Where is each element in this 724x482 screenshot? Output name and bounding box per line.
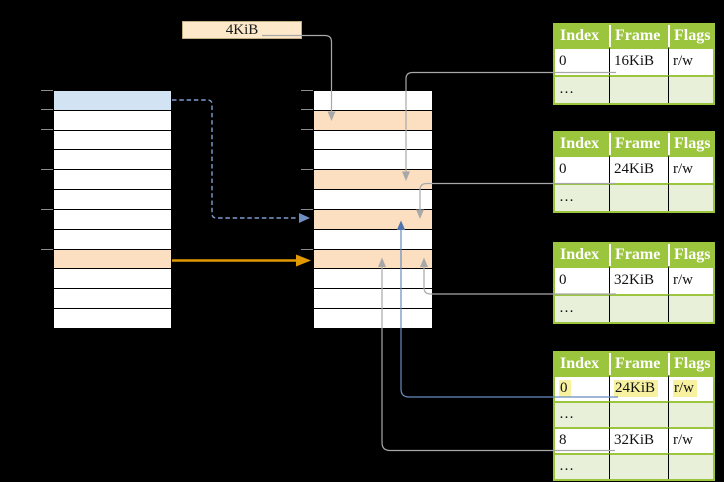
address-tick-mark <box>41 248 53 250</box>
address-tick-mark <box>41 109 53 111</box>
table-cell: r/w <box>668 155 713 183</box>
memory-row <box>314 248 432 269</box>
memory-row <box>54 129 171 150</box>
address-tick-mark <box>301 169 313 171</box>
virtual-memory-column <box>53 90 172 329</box>
table-cell: … <box>555 453 609 479</box>
header-frame: Frame <box>609 244 668 266</box>
table-cell: … <box>555 75 609 103</box>
memory-row <box>314 169 432 190</box>
table-cell <box>609 294 668 322</box>
table-cell: 24KiB <box>609 375 668 401</box>
memory-row <box>54 248 171 269</box>
level1-page-table-3: Index Frame Flags 0 32KiB r/w … <box>553 242 715 324</box>
table-cell: 0 <box>555 266 609 294</box>
table-cell <box>668 453 713 479</box>
frame-size-label: 4KiB <box>182 21 302 39</box>
table-cell <box>668 75 713 103</box>
memory-row <box>54 91 171 110</box>
highlighted-value: 0 <box>559 380 571 397</box>
memory-row <box>54 268 171 289</box>
memory-row <box>54 288 171 309</box>
table-cell: … <box>555 294 609 322</box>
memory-row <box>314 268 432 289</box>
table-cell <box>668 294 713 322</box>
header-index: Index <box>555 25 609 47</box>
memory-row <box>314 288 432 309</box>
table-cell: 32KiB <box>609 266 668 294</box>
header-flags: Flags <box>668 25 713 47</box>
table-cell: 0 <box>555 155 609 183</box>
memory-row <box>314 149 432 170</box>
table-cell <box>609 183 668 211</box>
table-cell: 32KiB <box>609 427 668 453</box>
table-cell: 16KiB <box>609 47 668 75</box>
table-cell <box>609 75 668 103</box>
address-tick-mark <box>301 209 313 210</box>
highlighted-value: 24KiB <box>614 380 659 397</box>
table-cell: 0 <box>555 47 609 75</box>
memory-row <box>314 228 432 249</box>
address-tick-mark <box>301 129 313 131</box>
memory-row <box>314 109 432 130</box>
arrowhead-orange <box>296 254 311 267</box>
arrow-virtual-blue-page-dashed <box>172 99 298 219</box>
memory-row <box>54 169 171 190</box>
table-cell <box>609 401 668 427</box>
table-cell <box>609 453 668 479</box>
header-index: Index <box>555 133 609 155</box>
level1-page-table-1: Index Frame Flags 0 16KiB r/w … <box>553 23 715 105</box>
memory-row <box>314 91 432 110</box>
table-cell: r/w <box>668 47 713 75</box>
header-frame: Frame <box>609 25 668 47</box>
address-tick-mark <box>41 209 53 210</box>
table-cell: r/w <box>668 427 713 453</box>
address-tick-mark <box>301 89 313 91</box>
physical-memory-column <box>313 90 433 329</box>
header-flags: Flags <box>668 353 713 375</box>
level1-page-table-2: Index Frame Flags 0 24KiB r/w … <box>553 131 715 213</box>
table-cell: … <box>555 401 609 427</box>
memory-row <box>314 208 432 229</box>
header-index: Index <box>555 353 609 375</box>
address-tick-mark <box>41 89 53 91</box>
table-cell <box>668 401 713 427</box>
level2-page-table: Index Frame Flags 0 24KiB r/w … 8 32KiB … <box>553 351 715 481</box>
address-tick-mark <box>301 248 313 250</box>
memory-row <box>314 189 432 209</box>
table-cell: 24KiB <box>609 155 668 183</box>
address-tick-mark <box>41 169 53 171</box>
memory-row <box>54 208 171 229</box>
highlighted-value: r/w <box>673 380 697 397</box>
header-flags: Flags <box>668 133 713 155</box>
table-cell: r/w <box>668 375 713 401</box>
memory-row <box>54 109 171 130</box>
address-tick-mark <box>41 129 53 131</box>
header-frame: Frame <box>609 133 668 155</box>
header-frame: Frame <box>609 353 668 375</box>
header-flags: Flags <box>668 244 713 266</box>
memory-row <box>54 149 171 170</box>
table-cell: 0 <box>555 375 609 401</box>
memory-row <box>54 228 171 249</box>
address-tick-mark <box>301 109 313 111</box>
memory-row <box>54 189 171 209</box>
memory-row <box>54 308 171 328</box>
header-index: Index <box>555 244 609 266</box>
memory-row <box>314 308 432 328</box>
arrowhead-dashed-blue <box>299 213 310 223</box>
table-cell: r/w <box>668 266 713 294</box>
table-cell: … <box>555 183 609 211</box>
memory-row <box>314 129 432 150</box>
table-cell <box>668 183 713 211</box>
table-cell: 8 <box>555 427 609 453</box>
